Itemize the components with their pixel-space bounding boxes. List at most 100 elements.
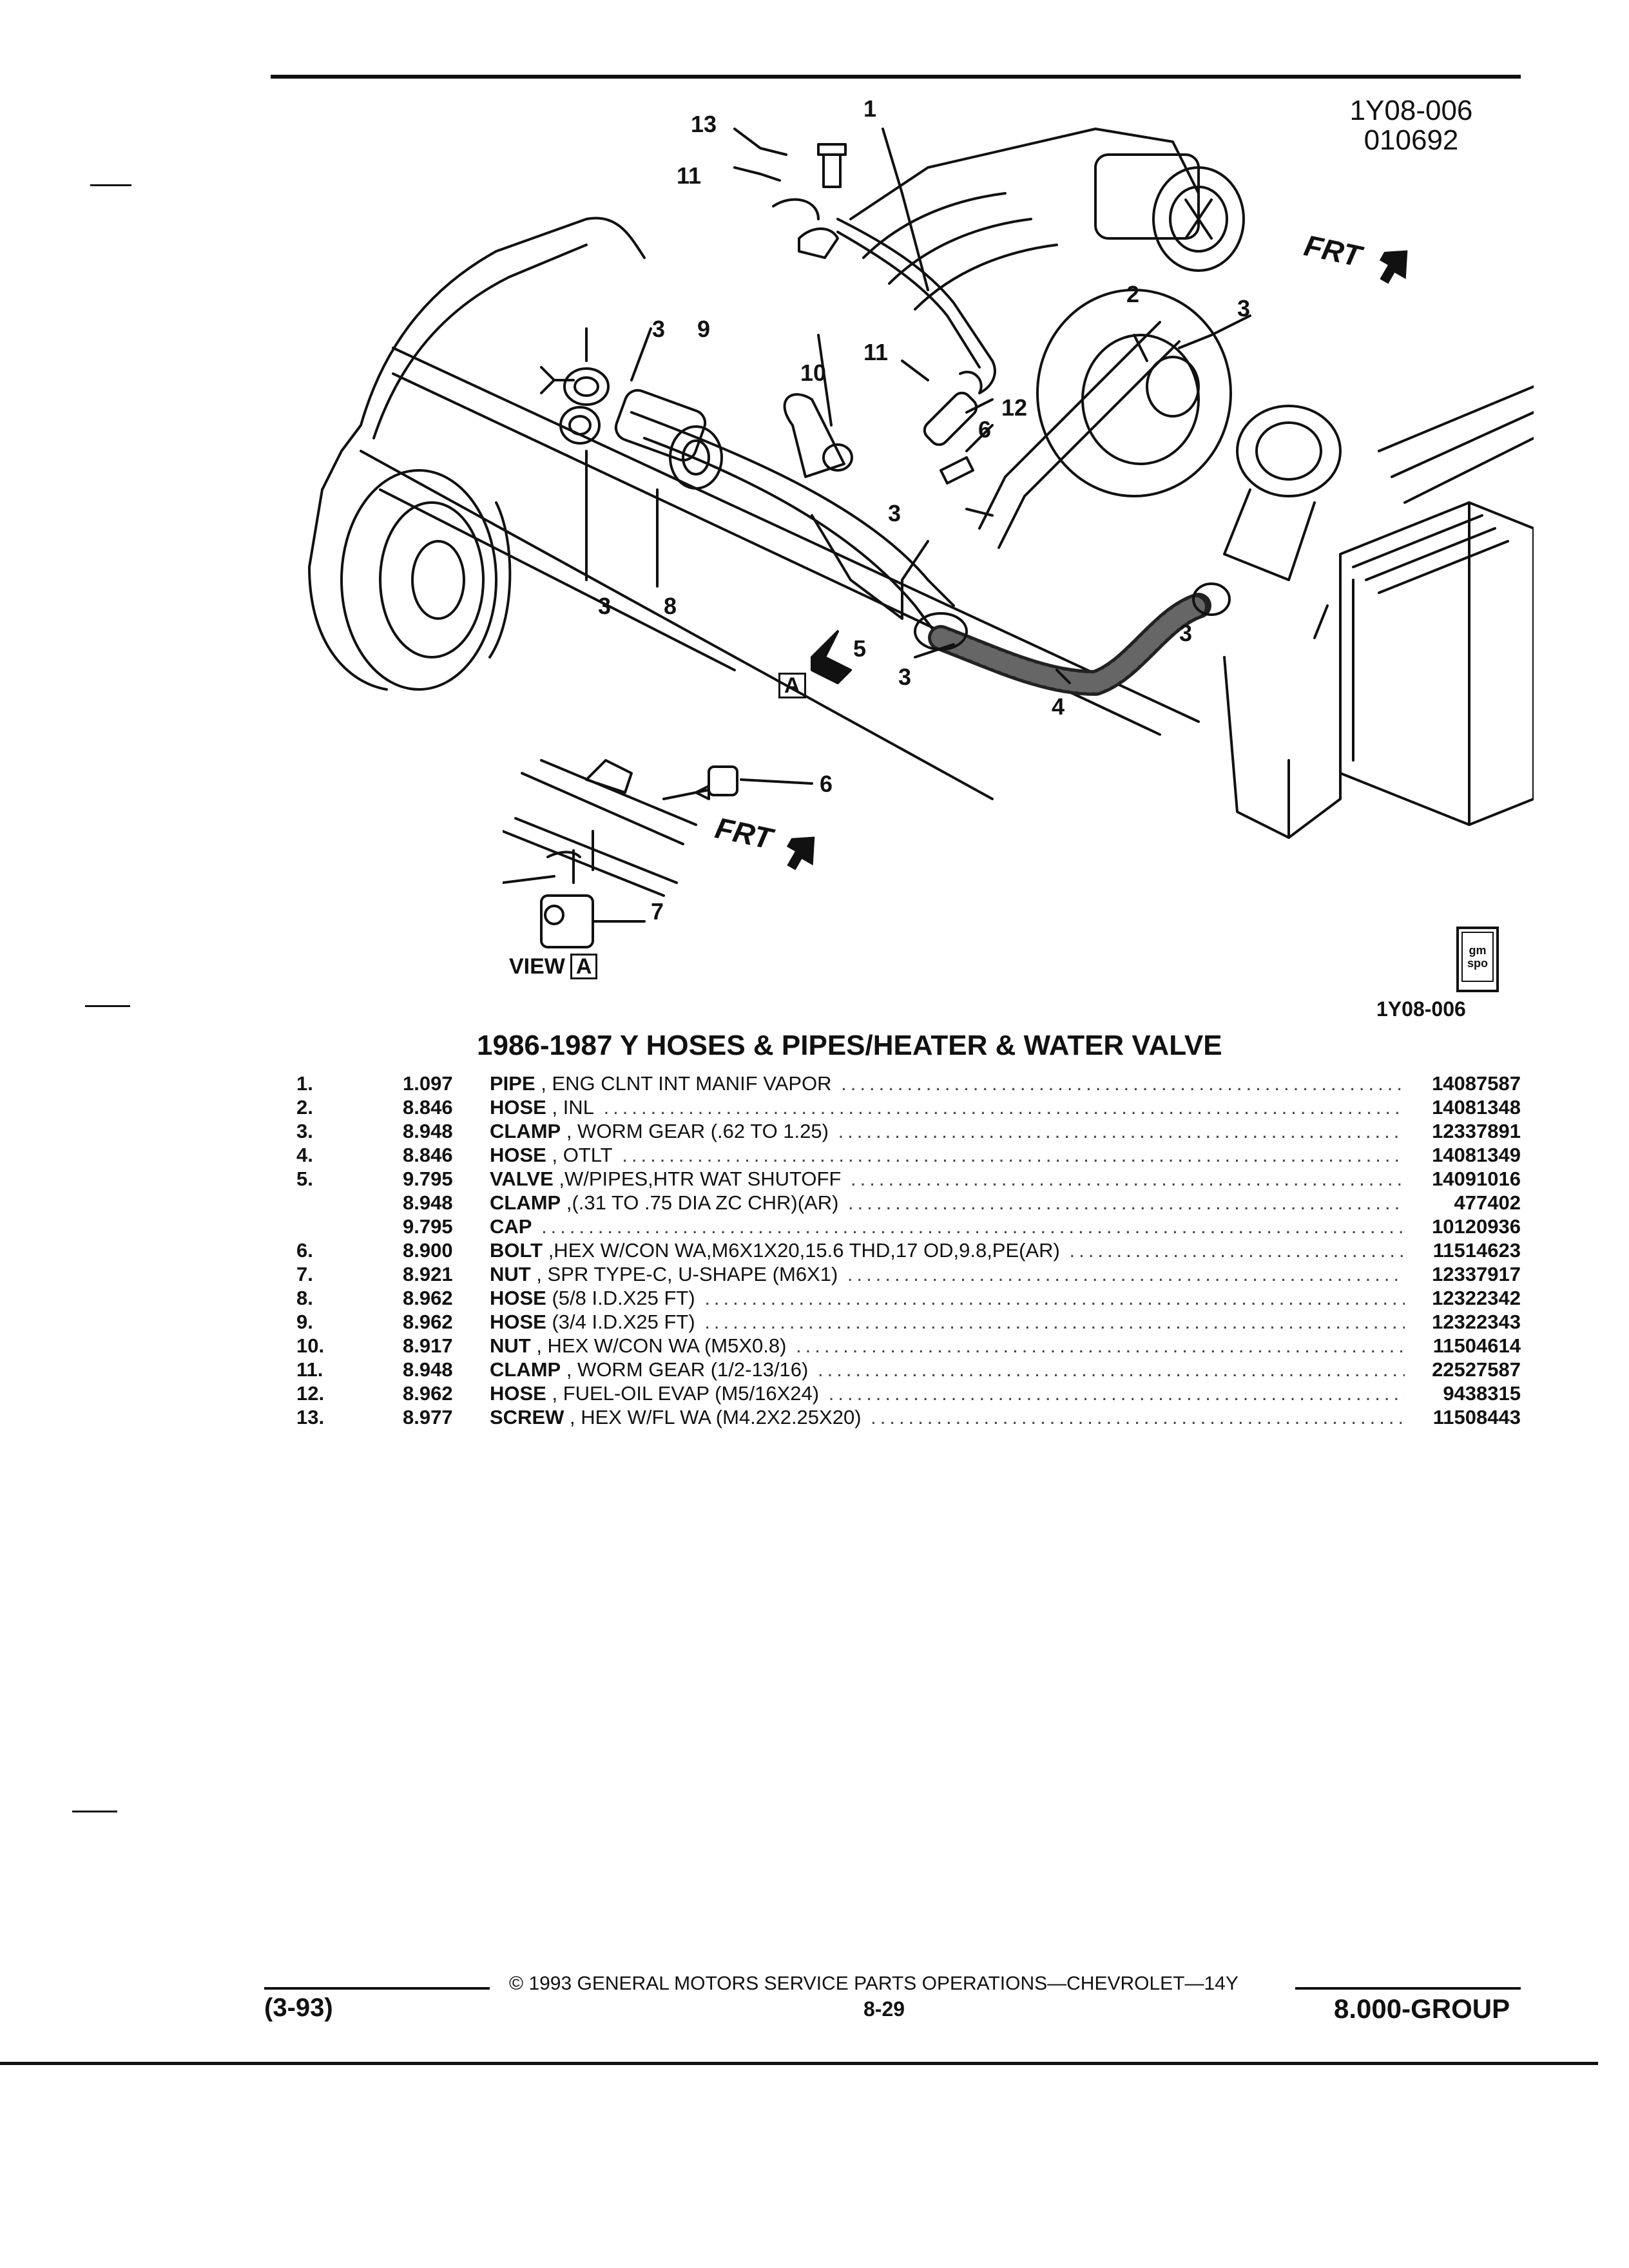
part-detail: (3/4 I.D.X25 FT): [546, 1311, 695, 1333]
front-arrow-icon: [1379, 250, 1408, 284]
part-description: CLAMP , WORM GEAR (.62 TO 1.25) ........…: [490, 1120, 1405, 1143]
callout-3: 3: [1237, 295, 1251, 322]
part-description: HOSE (3/4 I.D.X25 FT) ..................…: [490, 1311, 1405, 1334]
part-description: PIPE , ENG CLNT INT MANIF VAPOR ........…: [490, 1072, 1405, 1095]
view-a-caption-letter: A: [570, 954, 598, 979]
callout-4: 4: [1052, 693, 1065, 720]
part-detail: , SPR TYPE-C, U-SHAPE (M6X1): [530, 1263, 838, 1285]
leader-dots: ........................................…: [541, 1215, 1405, 1238]
callout-3: 3: [652, 316, 666, 342]
footer-date: (3-93): [264, 1994, 333, 2022]
parts-list: 1. 1.097 PIPE , ENG CLNT INT MANIF VAPOR .…: [296, 1072, 1521, 1430]
parts-row: 1. 1.097 PIPE , ENG CLNT INT MANIF VAPOR .…: [296, 1072, 1521, 1096]
part-description: CAP ....................................…: [490, 1215, 1405, 1238]
part-description: HOSE , INL .............................…: [490, 1096, 1405, 1119]
part-description: NUT , HEX W/CON WA (M5X0.8) ............…: [490, 1334, 1405, 1358]
callout-3: 3: [598, 593, 612, 619]
part-number: 11504614: [1432, 1334, 1521, 1357]
logo-text-gm: gm: [1469, 944, 1487, 957]
callout-11: 11: [677, 162, 702, 189]
top-rule: [271, 75, 1521, 79]
part-number: 12322343: [1432, 1311, 1521, 1333]
part-number: 10120936: [1432, 1215, 1521, 1238]
part-name: HOSE: [490, 1382, 546, 1405]
part-name: NUT: [490, 1263, 531, 1285]
part-number: 14091016: [1432, 1168, 1521, 1190]
item-number: 12.: [296, 1382, 325, 1405]
part-detail: (5/8 I.D.X25 FT): [546, 1287, 695, 1309]
leader-dots: ........................................…: [603, 1096, 1405, 1119]
part-name: HOSE: [490, 1144, 546, 1166]
item-number: 1.: [296, 1072, 313, 1095]
margin-mark: [90, 184, 131, 186]
part-name: HOSE: [490, 1096, 546, 1119]
view-a-letter: A: [778, 673, 806, 698]
callout-12: 12: [1001, 394, 1028, 421]
gm-spo-logo: gm spo: [1456, 927, 1499, 992]
view-word: VIEW: [509, 954, 565, 979]
group-number: 9.795: [403, 1168, 453, 1190]
leader-dots: ........................................…: [851, 1168, 1405, 1190]
margin-mark: [72, 1811, 117, 1812]
part-description: BOLT ,HEX W/CON WA,M6X1X20,15.6 THD,17 O…: [490, 1239, 1405, 1262]
leader-dots: ........................................…: [871, 1406, 1405, 1428]
item-number: 9.: [296, 1311, 313, 1333]
callout-3: 3: [888, 500, 901, 526]
parts-row: 8.948 CLAMP ,(.31 TO .75 DIA ZC CHR)(AR) …: [296, 1191, 1521, 1215]
footer-page-number: 8-29: [863, 1997, 905, 2021]
margin-mark: [85, 1005, 130, 1007]
group-number: 9.795: [403, 1215, 453, 1238]
part-detail: ,W/PIPES,HTR WAT SHUTOFF: [553, 1168, 842, 1190]
group-number: 8.962: [403, 1382, 453, 1405]
footer-copyright: © 1993 GENERAL MOTORS SERVICE PARTS OPER…: [509, 1973, 1239, 1994]
part-name: VALVE: [490, 1168, 554, 1190]
part-detail: , ENG CLNT INT MANIF VAPOR: [535, 1072, 832, 1095]
logo-text-spo: spo: [1467, 957, 1488, 970]
leader-dots: ........................................…: [704, 1287, 1405, 1309]
part-description: CLAMP , WORM GEAR (1/2-13/16) ..........…: [490, 1358, 1405, 1381]
parts-row: 12. 8.962 HOSE , FUEL-OIL EVAP (M5/16X24) …: [296, 1382, 1521, 1406]
part-number: 9438315: [1443, 1382, 1521, 1405]
item-number: 8.: [296, 1287, 313, 1309]
part-detail: , HEX W/FL WA (M4.2X2.25X20): [564, 1406, 862, 1428]
part-number: 14081348: [1432, 1096, 1521, 1119]
group-number: 8.977: [403, 1406, 453, 1428]
gm-spo-logo-inner: gm spo: [1461, 932, 1494, 982]
part-description: HOSE , FUEL-OIL EVAP (M5/16X24) ........…: [490, 1382, 1405, 1405]
group-number: 1.097: [403, 1072, 453, 1095]
callout-6: 6: [978, 416, 992, 443]
part-name: HOSE: [490, 1287, 546, 1309]
part-name: NUT: [490, 1334, 531, 1357]
view-a-marker: A: [773, 673, 806, 698]
callout-13: 13: [691, 111, 717, 137]
part-detail: ,(.31 TO .75 DIA ZC CHR)(AR): [561, 1191, 839, 1214]
part-detail: , FUEL-OIL EVAP (M5/16X24): [546, 1382, 820, 1405]
leader-dots: ........................................…: [704, 1311, 1405, 1333]
part-number: 11508443: [1432, 1406, 1521, 1428]
parts-list-title: 1986-1987 Y HOSES & PIPES/HEATER & WATER…: [477, 1030, 1222, 1061]
group-number: 8.948: [403, 1191, 453, 1214]
part-description: HOSE (5/8 I.D.X25 FT) ..................…: [490, 1287, 1405, 1310]
callout-1: 1: [863, 95, 877, 122]
group-number: 8.962: [403, 1311, 453, 1333]
callout-3: 3: [898, 664, 912, 690]
part-description: HOSE , OTLT ............................…: [490, 1144, 1405, 1167]
callout-10: 10: [800, 360, 827, 386]
footer-rule-left: [264, 1987, 490, 1990]
part-name: CAP: [490, 1215, 532, 1238]
part-description: CLAMP ,(.31 TO .75 DIA ZC CHR)(AR) .....…: [490, 1191, 1405, 1215]
part-detail: , WORM GEAR (.62 TO 1.25): [561, 1120, 829, 1142]
leader-dots: ........................................…: [838, 1120, 1405, 1142]
callout-8: 8: [664, 593, 677, 619]
item-number: 10.: [296, 1334, 325, 1357]
part-detail: ,HEX W/CON WA,M6X1X20,15.6 THD,17 OD,9.8…: [543, 1239, 1060, 1262]
footer-rule-right: [1295, 1987, 1521, 1990]
item-number: 13.: [296, 1406, 325, 1428]
figure-date-code: 010692: [1364, 124, 1459, 156]
group-number: 8.846: [403, 1096, 453, 1119]
